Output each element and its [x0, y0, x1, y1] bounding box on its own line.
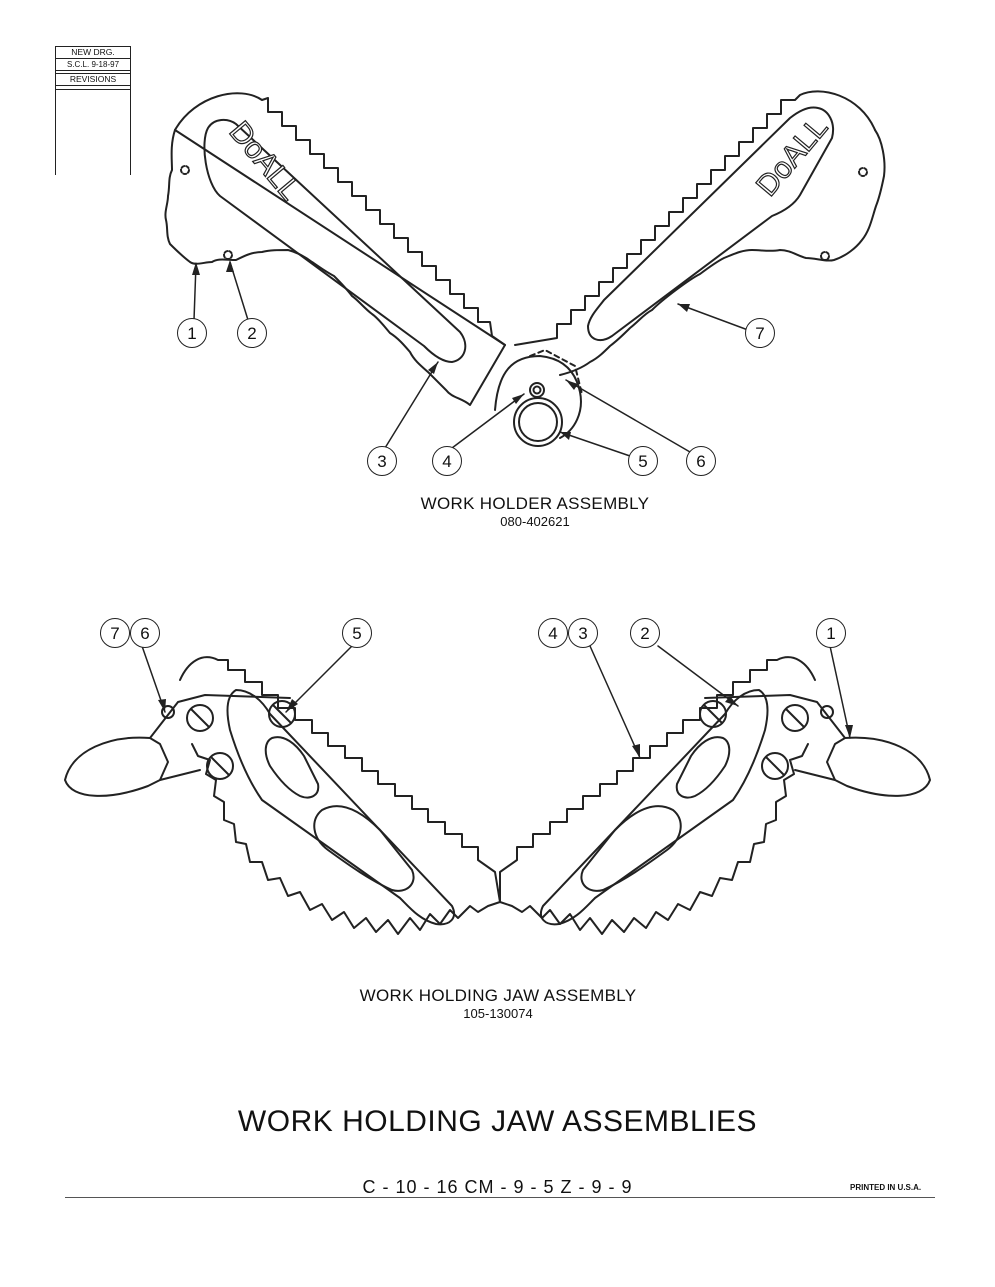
revision-line-1: NEW DRG. — [56, 47, 130, 59]
callout-bottom-4: 4 — [538, 618, 568, 648]
revisions-box: NEW DRG. S.C.L. 9-18-97 REVISIONS — [55, 46, 131, 175]
work-holder-leaders — [193, 261, 749, 457]
callout-top-7: 7 — [745, 318, 775, 348]
callout-bottom-2: 2 — [630, 618, 660, 648]
callout-bottom-1: 1 — [816, 618, 846, 648]
work-holder-arrowheads — [192, 260, 690, 440]
brand-logo-left: DoALL — [223, 115, 307, 206]
printed-in-usa: PRINTED IN U.S.A. — [850, 1183, 922, 1192]
callout-top-5: 5 — [628, 446, 658, 476]
revision-line-2: S.C.L. 9-18-97 — [56, 59, 130, 71]
callout-bottom-5: 5 — [342, 618, 372, 648]
work-holder-part-number: 080-402621 — [500, 514, 570, 529]
revisions-table-body — [56, 89, 130, 175]
footer-rule — [65, 1197, 935, 1198]
callout-top-4: 4 — [432, 446, 462, 476]
work-holder-left-arm — [164, 92, 506, 406]
jaw-arrowheads — [158, 696, 853, 758]
jaw-leaders — [141, 645, 851, 759]
work-holder-right-arm — [514, 90, 886, 376]
work-holder-pivot — [494, 349, 583, 447]
jaw-left — [64, 656, 501, 935]
callout-bottom-7: 7 — [100, 618, 130, 648]
callout-bottom-3: 3 — [568, 618, 598, 648]
callout-top-1: 1 — [177, 318, 207, 348]
footer-codes: C - 10 - 16 CM - 9 - 5 Z - 9 - 9 — [362, 1177, 633, 1197]
page-title: WORK HOLDING JAW ASSEMBLIES — [237, 1105, 758, 1138]
jaw-assembly-part-number: 105-130074 — [463, 1006, 533, 1021]
jaw-assembly-title: WORK HOLDING JAW ASSEMBLY — [359, 986, 637, 1005]
callout-top-6: 6 — [686, 446, 716, 476]
revisions-header: REVISIONS — [56, 73, 130, 86]
work-holder-title: WORK HOLDER ASSEMBLY — [420, 494, 650, 513]
work-holder-caption: WORK HOLDER ASSEMBLY 080-402621 — [335, 494, 735, 529]
callout-top-3: 3 — [367, 446, 397, 476]
jaw-assembly-caption: WORK HOLDING JAW ASSEMBLY 105-130074 — [298, 986, 698, 1021]
callout-bottom-6: 6 — [130, 618, 160, 648]
callout-top-2: 2 — [237, 318, 267, 348]
jaw-right — [499, 656, 931, 935]
